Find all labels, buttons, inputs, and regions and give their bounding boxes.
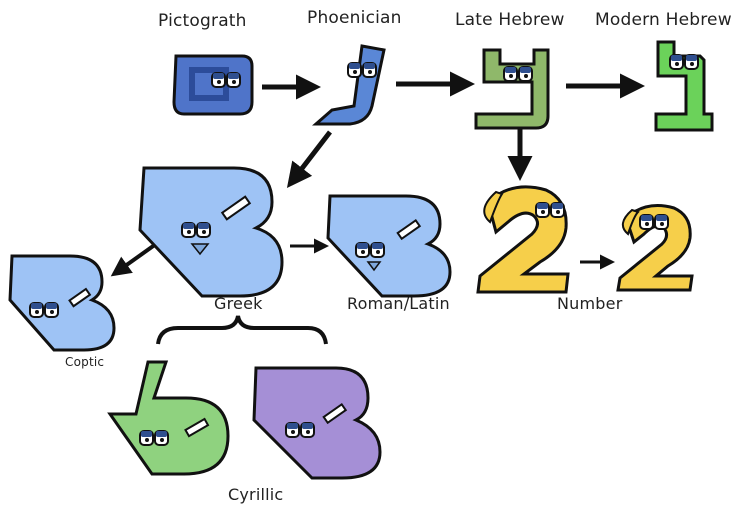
label-late-hebrew: Late Hebrew [455,10,565,30]
label-modern-hebrew: Modern Hebrew [595,10,732,30]
late-hebrew-character [474,48,550,130]
label-phoenician: Phoenician [307,8,402,28]
roman-latin-character [326,194,452,298]
label-pictograph: Pictograth [158,11,247,31]
label-greek: Greek [214,294,263,313]
coptic-character [8,254,116,352]
label-roman-latin: Roman/Latin [347,294,450,313]
arrow-greek-to-coptic [110,242,158,277]
pictograph-character [172,54,254,116]
cyrillic-character-purple [252,366,382,480]
greek-character [138,166,284,298]
number-character-small [616,204,694,292]
phoenician-character [312,44,386,126]
number-character-large [476,185,570,294]
brace-greek-to-cyrillic [156,315,328,345]
label-number: Number [557,294,623,313]
label-cyrillic: Cyrillic [228,485,284,504]
cyrillic-character-green [107,360,230,476]
modern-hebrew-character [654,40,714,132]
arrow-phoenician-to-greek [286,130,332,188]
label-coptic: Coptic [65,355,105,369]
